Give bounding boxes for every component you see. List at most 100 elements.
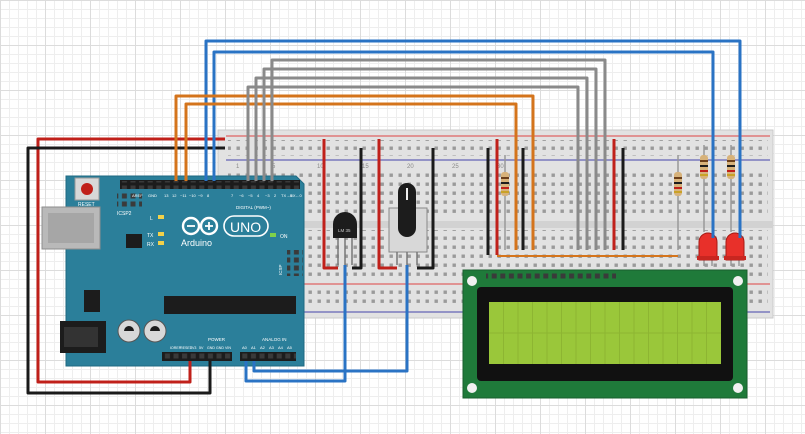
tx-label: TX — [147, 233, 154, 239]
arduino-uno-board: RESET ICSP2 AREF GND 13 12 ~11 ~10 ~9 8 … — [41, 175, 305, 367]
column-number: 10 — [317, 164, 324, 170]
voltage-regulator — [84, 290, 100, 312]
red-led — [724, 232, 746, 266]
aref-label: AREF — [132, 193, 143, 198]
lcd-mount-hole — [467, 276, 477, 286]
wire-sensor-vcc[interactable] — [322, 139, 338, 270]
digital-pin-label: ~11 — [180, 193, 187, 198]
power-header-pins — [162, 353, 232, 361]
column-number: 30 — [497, 164, 504, 170]
lcd-pin-header — [486, 272, 616, 279]
column-number: 1 — [236, 164, 240, 170]
digital-pin-label: ~9 — [198, 193, 203, 198]
wire-led-2[interactable] — [204, 39, 742, 238]
wire-lcd-d5[interactable] — [262, 67, 598, 250]
tx-led — [158, 232, 164, 236]
capacitor-2-mark — [150, 326, 160, 331]
potentiometer-knob[interactable] — [398, 183, 416, 237]
icsp2-header — [117, 192, 142, 209]
wire-pot-vcc[interactable] — [377, 139, 397, 270]
digital-pin-label: 8 — [207, 193, 210, 198]
analog-pin-label: A5 — [287, 345, 293, 350]
power-pin-label: 3V3 — [190, 346, 196, 350]
resistor — [674, 155, 682, 250]
wire-lcd-rs[interactable] — [174, 94, 535, 250]
wire-lcd-d6[interactable] — [254, 76, 589, 250]
on-label: ON — [280, 234, 288, 240]
digital-pin-label: ~5 — [248, 193, 253, 198]
analog-header-pins — [240, 353, 296, 361]
power-pin-label: GND — [207, 346, 215, 350]
analog-pin-label: A0 — [242, 345, 248, 350]
power-pin-label: IOREF — [170, 346, 182, 350]
brand-label: Arduino — [181, 238, 212, 248]
analog-pin-label: A3 — [269, 345, 275, 350]
wire-pot-gnd[interactable] — [417, 148, 435, 270]
digital-pin-label: ~3 — [265, 193, 270, 198]
l-led-label: L — [150, 216, 153, 222]
digital-pin-label: ~6 — [239, 193, 244, 198]
lcd-16x2-module — [462, 269, 748, 399]
digital-pin-label: RX←0 — [290, 193, 303, 198]
uno-badge — [223, 215, 269, 237]
column-number: 25 — [452, 164, 459, 170]
power-pin-label: GND — [216, 346, 224, 350]
on-led — [270, 233, 276, 237]
wire-lcd-d7[interactable] — [246, 85, 580, 250]
column-number: 15 — [362, 164, 369, 170]
icsp-label: ICSP — [278, 264, 283, 275]
power-pin-label: RESET — [180, 346, 193, 350]
power-pin-label: 5V — [199, 346, 204, 350]
analog-pin-label: A2 — [260, 345, 266, 350]
analog-pin-label: A1 — [251, 345, 257, 350]
analog-label: ANALOG IN — [262, 337, 287, 342]
wire-sensor-a0[interactable] — [244, 265, 347, 383]
icsp2-label: ICSP2 — [117, 211, 132, 217]
atmega-chip — [164, 296, 296, 314]
dc-power-jack-inner — [64, 327, 98, 347]
reset-button[interactable] — [81, 183, 93, 195]
resistor — [727, 145, 735, 232]
l-led — [158, 215, 164, 219]
sensor-body — [333, 212, 357, 238]
potentiometer[interactable] — [388, 183, 428, 265]
lcd-mount-hole — [467, 383, 477, 393]
usb-connector-inner — [48, 213, 94, 243]
sensor-label: LM 35 — [338, 228, 351, 233]
rx-led — [158, 241, 164, 245]
wire-lcd-en[interactable] — [184, 102, 518, 250]
icsp-header — [287, 250, 303, 276]
wire-pot-a1[interactable] — [252, 265, 409, 373]
column-number: 20 — [407, 164, 414, 170]
lcd-character-grid — [489, 302, 721, 364]
digital-label: DIGITAL (PWM~) — [236, 205, 271, 210]
lcd-mount-hole — [733, 276, 743, 286]
power-pin-label: VIN — [225, 346, 231, 350]
wire-sensor-gnd[interactable] — [352, 148, 363, 270]
digital-pin-label: 4 — [257, 193, 260, 198]
capacitor-1-mark — [124, 326, 134, 331]
usb-chip — [126, 234, 142, 248]
reset-label: RESET — [78, 202, 95, 208]
digital-pin-label: ~10 — [189, 193, 197, 198]
gnd-label: GND — [148, 193, 157, 198]
wire-5v[interactable] — [36, 137, 225, 384]
digital-pin-label: 2 — [274, 193, 277, 198]
temperature-sensor: LM 35 — [333, 212, 357, 265]
lcd-mount-hole — [733, 383, 743, 393]
wire-lcd-d4[interactable] — [270, 58, 607, 250]
wire-led-1[interactable] — [212, 50, 715, 238]
analog-pin-label: A4 — [278, 345, 284, 350]
column-number: 5 — [272, 164, 276, 170]
digital-pin-label: 13 — [164, 193, 169, 198]
wire-gnd[interactable] — [26, 146, 225, 395]
wires — [26, 39, 742, 395]
model-label: UNO — [230, 219, 261, 235]
resistor — [700, 145, 708, 232]
digital-pin-label: 12 — [172, 193, 177, 198]
digital-header-pins — [120, 181, 300, 189]
arduino-infinity-logo-icon — [181, 216, 219, 236]
resistor — [501, 155, 509, 250]
red-led — [697, 232, 719, 266]
